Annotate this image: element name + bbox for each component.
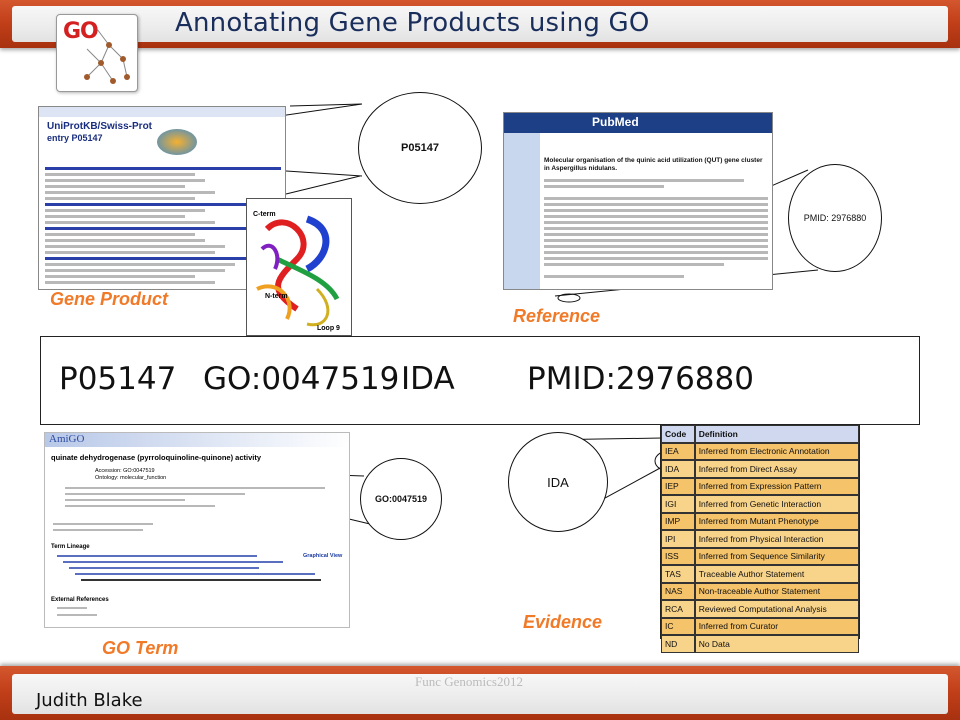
annotation-box: P05147 GO:0047519 IDA PMID:2976880 <box>40 336 920 425</box>
uniprot-toolbar <box>39 107 285 117</box>
header-bar-inner <box>12 6 948 42</box>
table-cell-definition: Traceable Author Statement <box>694 565 859 583</box>
label-gene-product: Gene Product <box>50 289 169 309</box>
table-cell-code: RCA <box>661 600 695 618</box>
footer-author: Judith Blake <box>36 690 143 711</box>
table-row: IPI Inferred from Physical Interaction <box>661 530 859 548</box>
table-row: NAS Non-traceable Author Statement <box>661 582 859 600</box>
page-title: Annotating Gene Products using GO <box>175 8 650 38</box>
table-row: IGI Inferred from Genetic Interaction <box>661 495 859 513</box>
pmid-highlight-ring <box>557 293 581 303</box>
table-row: IEA Inferred from Electronic Annotation <box>661 442 859 460</box>
amigo-banner <box>45 433 349 447</box>
amigo-accession: Accession: GO:0047519 <box>95 468 155 474</box>
pubmed-brand: PubMed <box>592 115 639 129</box>
footer-bar-inner <box>12 674 948 714</box>
table-header-cell: Code <box>661 425 695 443</box>
pubmed-sidebar <box>504 133 540 289</box>
table-cell-definition: Inferred from Genetic Interaction <box>694 495 859 513</box>
table-cell-definition: Inferred from Electronic Annotation <box>694 442 859 460</box>
amigo-ontology: Ontology: molecular_function <box>95 475 167 481</box>
table-cell-definition: Inferred from Curator <box>694 617 859 635</box>
table-cell-code: IMP <box>661 512 695 530</box>
uniprot-logo-icon <box>157 129 197 155</box>
connector-uniprot-bottom <box>285 175 361 195</box>
table-header-row: Code Definition <box>661 425 859 443</box>
table-cell-code: IEP <box>661 477 695 495</box>
go-logo-graph-icon <box>84 28 130 84</box>
protein-structure-image: C-term N-term Loop 9 <box>246 198 352 336</box>
footer-course: Func Genomics2012 <box>415 674 523 689</box>
table-row: ISS Inferred from Sequence Similarity <box>661 547 859 565</box>
callout-pmid: PMID: 2976880 <box>788 164 882 272</box>
table-header-cell: Definition <box>694 425 859 443</box>
header-bar <box>0 0 960 48</box>
pubmed-banner <box>504 113 772 133</box>
label-go-term: GO Term <box>102 638 179 658</box>
table-cell-definition: Inferred from Mutant Phenotype <box>694 512 859 530</box>
protein-label-loop: Loop 9 <box>317 325 340 332</box>
annotation-gene-product: P05147 <box>59 361 177 397</box>
uniprot-title: UniProtKB/Swiss-Prot <box>47 121 153 132</box>
pubmed-article-title: Molecular organisation of the quinic aci… <box>544 157 763 172</box>
label-evidence: Evidence <box>523 612 603 632</box>
annotation-evidence: IDA <box>401 361 455 397</box>
table-cell-code: NAS <box>661 582 695 600</box>
uniprot-entry: entry P05147 <box>47 133 103 143</box>
table-cell-code: IDA <box>661 460 695 478</box>
table-row: IC Inferred from Curator <box>661 617 859 635</box>
protein-ribbon-icon <box>256 215 340 327</box>
table-cell-code: IEA <box>661 442 695 460</box>
table-row: TAS Traceable Author Statement <box>661 565 859 583</box>
amigo-term-name: quinate dehydrogenase (pyrroloquinoline-… <box>51 453 262 462</box>
table-cell-definition: Inferred from Physical Interaction <box>694 530 859 548</box>
protein-label-nterm: N-term <box>265 293 288 300</box>
protein-label-cterm: C-term <box>253 211 276 218</box>
footer-bar <box>0 666 960 720</box>
table-row: ND No Data <box>661 635 859 653</box>
connector-uniprot-top <box>289 103 363 107</box>
callout-gene-product: P05147 <box>358 92 482 204</box>
table-cell-code: IC <box>661 617 695 635</box>
table-cell-definition: Non-traceable Author Statement <box>694 582 859 600</box>
table-cell-code: ISS <box>661 547 695 565</box>
label-reference: Reference <box>513 306 601 326</box>
amigo-brand: AmiGO <box>49 433 85 445</box>
table-row: IMP Inferred from Mutant Phenotype <box>661 512 859 530</box>
table-cell-definition: Inferred from Expression Pattern <box>694 477 859 495</box>
amigo-graphical-view-link[interactable]: Graphical View <box>303 553 343 559</box>
table-cell-definition: Inferred from Direct Assay <box>694 460 859 478</box>
table-cell-code: IGI <box>661 495 695 513</box>
amigo-external-refs: External References <box>51 597 109 603</box>
table-row: IDA Inferred from Direct Assay <box>661 460 859 478</box>
table-cell-definition: No Data <box>694 635 859 653</box>
table-cell-code: IPI <box>661 530 695 548</box>
uniprot-screenshot: UniProtKB/Swiss-Prot entry P05147 <box>38 106 286 290</box>
annotation-reference: PMID:2976880 <box>527 361 754 397</box>
annotation-go-id: GO:0047519 <box>203 361 400 397</box>
table-cell-definition: Reviewed Computational Analysis <box>694 600 859 618</box>
evidence-code-table: Code Definition IEA Inferred from Electr… <box>660 424 860 653</box>
amigo-screenshot: AmiGO quinate dehydrogenase (pyrroloquin… <box>44 432 350 628</box>
table-row: IEP Inferred from Expression Pattern <box>661 477 859 495</box>
go-logo-text: GO <box>63 19 99 44</box>
amigo-lineage-title: Term Lineage <box>51 544 90 550</box>
go-logo: GO <box>56 14 138 92</box>
table-row: RCA Reviewed Computational Analysis <box>661 600 859 618</box>
callout-go-term: GO:0047519 <box>360 458 442 540</box>
table-cell-code: TAS <box>661 565 695 583</box>
callout-evidence: IDA <box>508 432 608 532</box>
table-cell-definition: Inferred from Sequence Similarity <box>694 547 859 565</box>
pubmed-screenshot: PubMed Molecular organisation of the qui… <box>503 112 773 290</box>
table-cell-code: ND <box>661 635 695 653</box>
